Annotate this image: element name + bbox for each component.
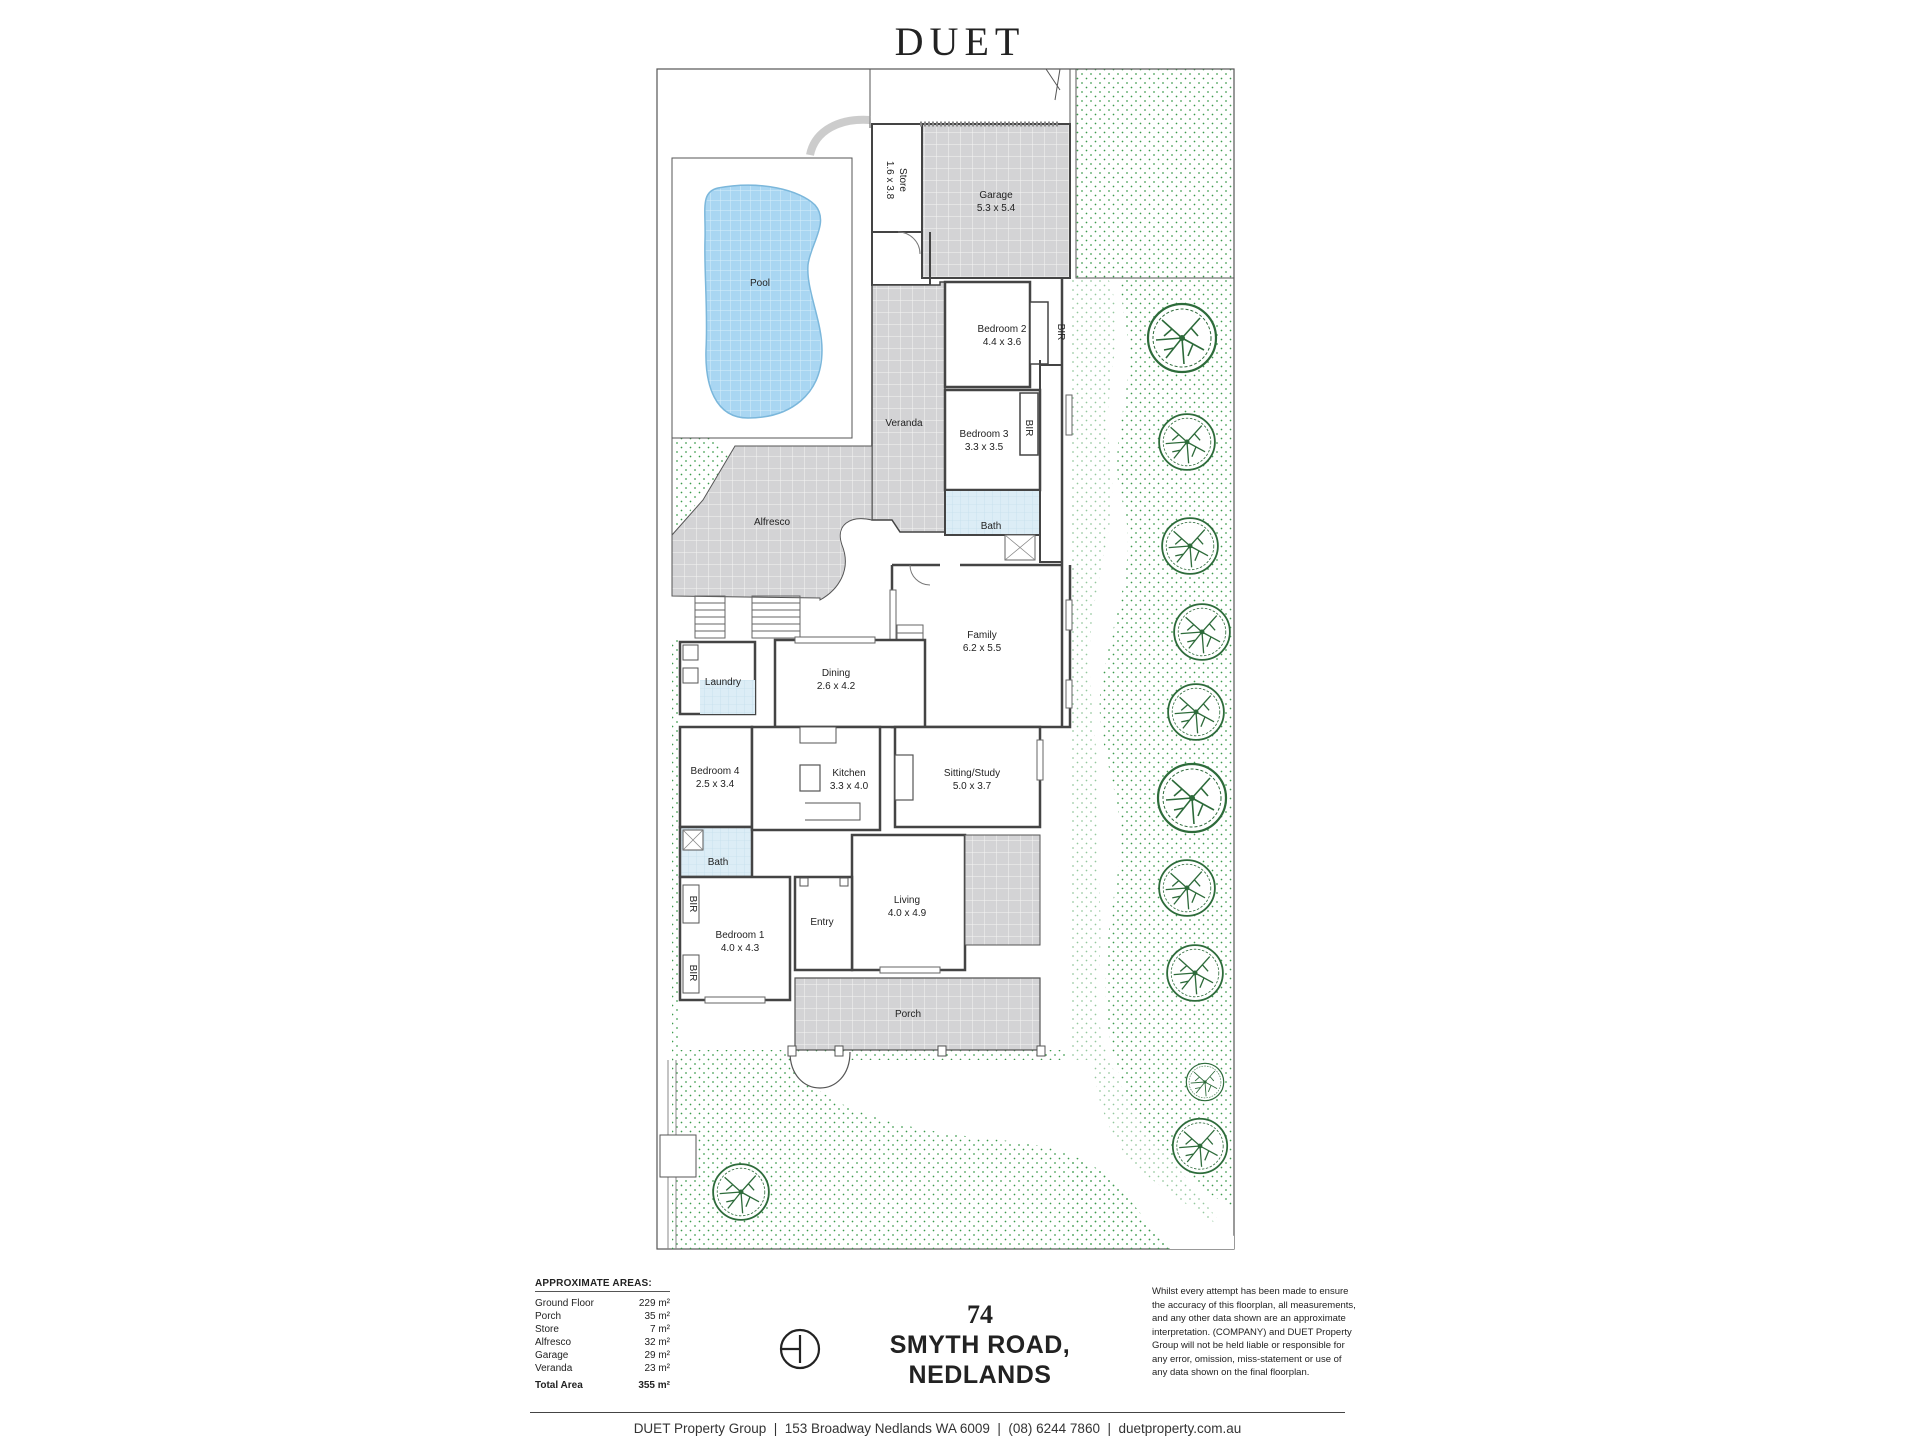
kitchen-dims: 3.3 x 4.0 <box>830 781 869 792</box>
areas-row: Store 7 m² <box>535 1323 670 1336</box>
alfresco-label: Alfresco <box>754 517 791 528</box>
areas-row: Ground Floor 229 m² <box>535 1297 670 1310</box>
property-address: 74 SMYTH ROAD, NEDLANDS <box>870 1300 1090 1390</box>
bedroom-2 <box>943 280 1032 389</box>
street-number: 74 <box>967 1300 993 1329</box>
bedroom3-label: Bedroom 3 <box>960 429 1009 440</box>
area-value: 29 m² <box>644 1350 670 1361</box>
footer-divider <box>530 1412 1345 1413</box>
area-value: 32 m² <box>644 1337 670 1348</box>
tree-icon <box>1173 603 1231 661</box>
living-label: Living <box>894 895 920 906</box>
tree-icon <box>1156 762 1228 834</box>
tree-icon <box>1146 302 1218 374</box>
bedroom2-dims: 4.4 x 3.6 <box>983 337 1022 348</box>
area-label: Veranda <box>535 1363 573 1374</box>
dining-dims: 2.6 x 4.2 <box>817 681 856 692</box>
tree-icon <box>1158 859 1216 917</box>
bedroom3-dims: 3.3 x 3.5 <box>965 442 1004 453</box>
areas-heading: APPROXIMATE AREAS: <box>535 1278 670 1292</box>
bir-label: BIR <box>1055 324 1066 341</box>
areas-row: Veranda 23 m² <box>535 1362 670 1375</box>
veranda <box>871 281 946 533</box>
bathroom-2 <box>944 489 1041 536</box>
bedroom2-label: Bedroom 2 <box>978 324 1027 335</box>
porch-label: Porch <box>895 1009 921 1020</box>
store-label: Store <box>897 168 908 192</box>
lawn-near-alfresco <box>675 410 732 530</box>
areas-row: Alfresco 32 m² <box>535 1336 670 1349</box>
pool-label: Pool <box>750 278 770 289</box>
area-label: Garage <box>535 1350 569 1361</box>
alfresco <box>671 445 873 601</box>
area-value: 229 m² <box>638 1298 670 1309</box>
bath-label: Bath <box>981 521 1002 532</box>
bedroom4-label: Bedroom 4 <box>691 766 740 777</box>
veranda-label: Veranda <box>885 418 923 429</box>
area-value: 23 m² <box>644 1363 670 1374</box>
tree-icon <box>1161 517 1219 575</box>
area-label: Store <box>535 1324 559 1335</box>
area-label: Alfresco <box>535 1337 572 1348</box>
area-value: 7 m² <box>650 1324 670 1335</box>
living-dims: 4.0 x 4.9 <box>888 908 927 919</box>
tree-icon <box>712 1163 770 1221</box>
area-label: Porch <box>535 1311 562 1322</box>
tree-icon <box>1185 1062 1225 1102</box>
tree-icon <box>1158 413 1216 471</box>
bedroom1-dims: 4.0 x 4.3 <box>721 943 760 954</box>
bedroom4-dims: 2.5 x 3.4 <box>696 779 735 790</box>
brand-logo: DUET <box>894 19 1026 64</box>
garage-dims: 5.3 x 5.4 <box>977 203 1016 214</box>
street-name: SMYTH ROAD, <box>889 1331 1071 1359</box>
bedroom-4 <box>678 725 754 829</box>
entry-label: Entry <box>810 917 833 928</box>
compass-icon <box>779 1328 821 1370</box>
family-dims: 6.2 x 5.5 <box>963 643 1002 654</box>
garage <box>921 123 1071 279</box>
area-value: 35 m² <box>644 1311 670 1322</box>
lawn-front <box>672 1050 1234 1249</box>
store-room <box>871 123 923 233</box>
tree-icon <box>1167 683 1225 741</box>
entry <box>793 875 854 972</box>
disclaimer: Whilst every attempt has been made to en… <box>1152 1286 1356 1378</box>
dining-label: Dining <box>822 668 850 679</box>
suburb: NEDLANDS <box>908 1361 1052 1389</box>
areas-row: Porch 35 m² <box>535 1310 670 1323</box>
areas-row: Garage 29 m² <box>535 1349 670 1362</box>
bir-label: BIR <box>687 965 698 982</box>
family-label: Family <box>967 630 996 641</box>
areas-total: Total Area 355 m² <box>535 1379 670 1392</box>
garage-label: Garage <box>979 190 1013 201</box>
bir-label: BIR <box>1023 420 1034 437</box>
total-label: Total Area <box>535 1380 583 1391</box>
laundry-label: Laundry <box>705 677 741 688</box>
lawn-top-right <box>1075 68 1235 279</box>
pool <box>704 184 823 419</box>
tree-icon <box>1166 944 1224 1002</box>
areas-table: APPROXIMATE AREAS: Ground Floor 229 m² Po… <box>535 1278 670 1392</box>
kitchen-label: Kitchen <box>832 768 865 779</box>
total-value: 355 m² <box>638 1380 670 1391</box>
footer-contact: DUET Property Group | 153 Broadway Nedla… <box>633 1421 1242 1436</box>
bir-label: BIR <box>687 896 698 913</box>
sitting-dims: 5.0 x 3.7 <box>953 781 992 792</box>
area-label: Ground Floor <box>535 1298 594 1309</box>
bedroom-1 <box>678 875 792 1002</box>
tree-icon <box>1171 1117 1229 1175</box>
lawn-left-edge <box>672 640 680 1050</box>
sitting-label: Sitting/Study <box>944 768 1000 779</box>
front-path <box>790 1060 1234 1249</box>
bedroom1-label: Bedroom 1 <box>716 930 765 941</box>
bath-label: Bath <box>708 857 729 868</box>
store-dims: 1.6 x 3.8 <box>884 161 895 200</box>
